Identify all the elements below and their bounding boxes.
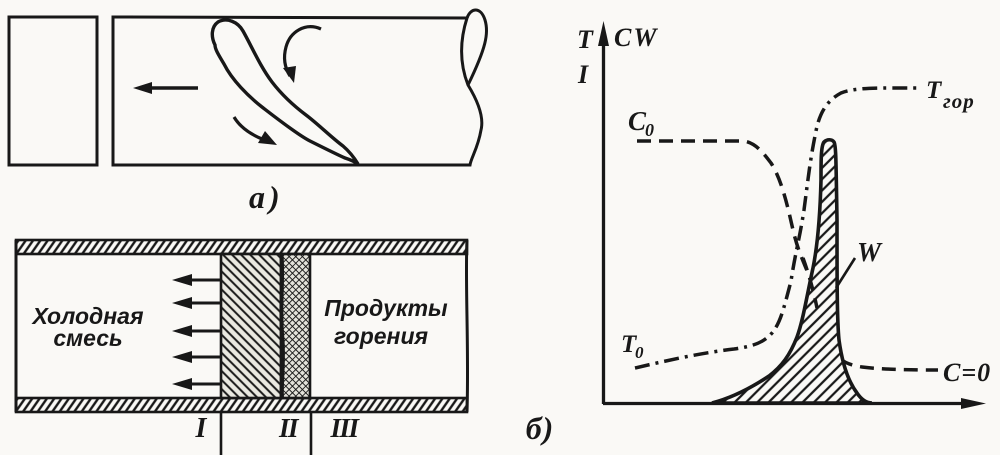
svg-text:0: 0 <box>635 343 644 362</box>
svg-text:I: I <box>195 413 208 444</box>
svg-text:C=0: C=0 <box>943 358 991 387</box>
svg-text:Продукты: Продукты <box>324 295 448 321</box>
svg-text:смесь: смесь <box>53 325 122 351</box>
svg-text:W: W <box>857 237 883 267</box>
svg-text:C: C <box>628 106 647 136</box>
svg-text:б): б) <box>526 410 555 446</box>
svg-text:CW: CW <box>614 23 658 52</box>
svg-text:Холодная: Холодная <box>30 303 143 329</box>
svg-text:III: III <box>329 413 360 443</box>
svg-text:I: I <box>577 60 589 89</box>
svg-text:0: 0 <box>645 120 654 140</box>
svg-text:горения: горения <box>334 323 429 349</box>
svg-text:T: T <box>926 77 943 104</box>
svg-text:II: II <box>278 413 300 443</box>
svg-text:а): а) <box>249 179 284 215</box>
svg-text:T: T <box>577 25 594 54</box>
svg-text:T: T <box>621 331 638 358</box>
svg-text:гор: гор <box>943 89 975 113</box>
